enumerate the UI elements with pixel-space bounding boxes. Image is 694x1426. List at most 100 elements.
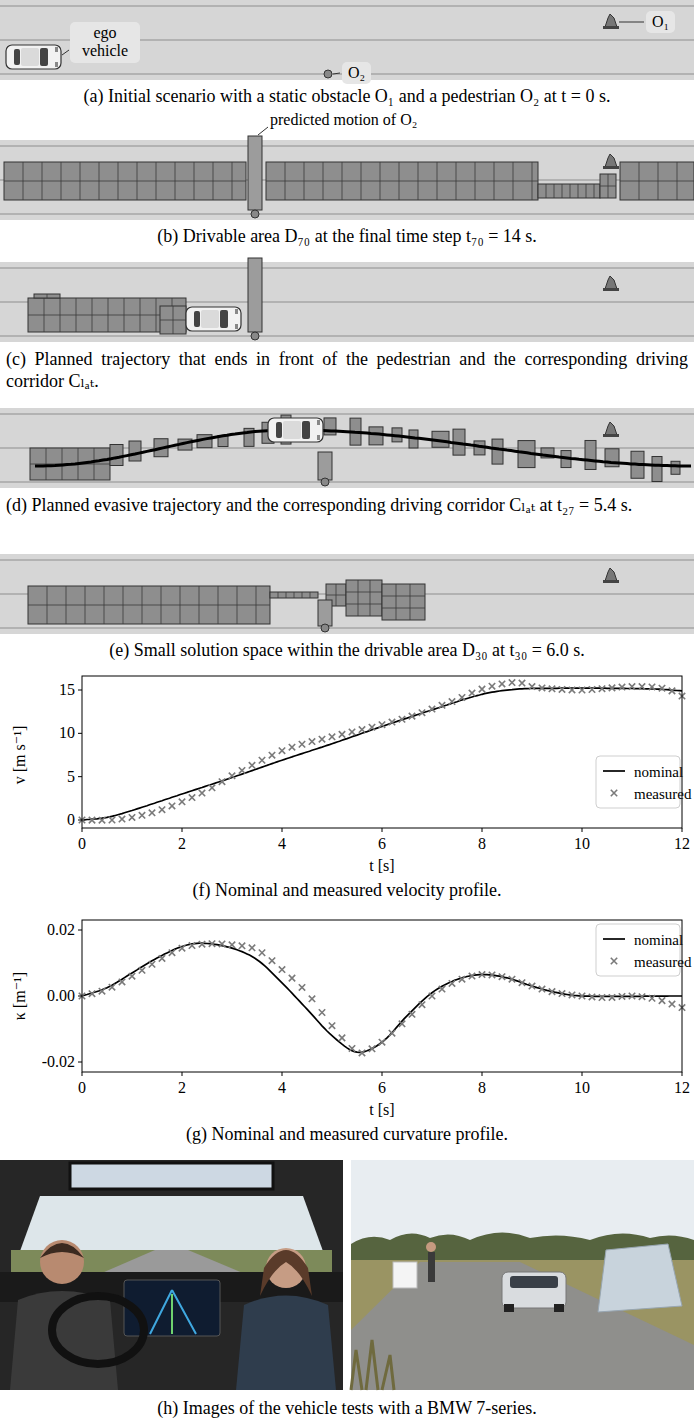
annotation: predicted motion of O₂ — [270, 110, 417, 129]
measured-marker — [419, 1001, 425, 1007]
static-obstacle — [603, 14, 619, 29]
measured-marker — [569, 992, 575, 998]
measured-marker — [589, 686, 595, 692]
measured-marker — [639, 994, 645, 1000]
measured-marker — [259, 950, 265, 956]
tick-label: 10 — [574, 1078, 590, 1097]
drivable-area — [266, 162, 538, 200]
measured-marker — [489, 972, 495, 978]
measured-marker — [499, 974, 505, 980]
drivable-area — [382, 584, 425, 620]
y-tick — [78, 1062, 82, 1063]
measured-marker — [139, 812, 145, 818]
pedestrian-icon — [321, 478, 329, 486]
car-light — [235, 324, 238, 329]
drivable-area — [34, 294, 60, 298]
measured-marker — [279, 966, 285, 972]
obstacle-icon — [605, 14, 617, 27]
measured-marker — [269, 958, 275, 964]
grid-line — [382, 608, 425, 609]
line-chart — [78, 920, 685, 1076]
measured-marker — [469, 690, 475, 696]
car-windshield — [40, 48, 48, 66]
measured-marker — [189, 794, 195, 800]
measured-marker — [149, 810, 155, 816]
measured-marker — [99, 988, 105, 994]
measured-marker — [639, 683, 645, 689]
tick-label: 0 — [78, 1078, 86, 1097]
lane-marking — [0, 267, 694, 268]
measured-marker — [129, 973, 135, 979]
grid-line — [278, 592, 279, 598]
measured-marker — [139, 967, 145, 973]
subfigure-caption: (e) Small solution space within the driv… — [0, 640, 694, 662]
measured-marker — [89, 817, 95, 823]
area-block — [492, 439, 503, 464]
measured-marker — [649, 995, 655, 1001]
measured-marker — [469, 973, 475, 979]
drivable-area — [110, 445, 123, 466]
screen-path — [171, 1294, 173, 1334]
tick-label: 6 — [378, 834, 386, 853]
x-tick — [682, 1072, 683, 1076]
drivable-area — [369, 427, 383, 445]
legend-text: nominal — [634, 931, 683, 949]
measured-marker — [109, 984, 115, 990]
axis-label: v [m s⁻¹] — [10, 726, 29, 785]
measured-marker — [429, 993, 435, 999]
y-tick — [78, 690, 82, 691]
grid-line — [310, 592, 311, 598]
car-rear-window — [14, 49, 20, 65]
measured-marker — [609, 685, 615, 691]
measured-marker — [289, 975, 295, 981]
legend-sample-marker — [611, 958, 617, 964]
x-tick — [82, 1072, 83, 1076]
measured-marker — [319, 1009, 325, 1015]
measured-marker — [99, 817, 105, 823]
measured-marker — [449, 980, 455, 986]
grid-line — [346, 604, 382, 605]
lane-marking — [0, 559, 694, 560]
car-rear-window — [276, 422, 282, 438]
lane-marking — [0, 627, 694, 628]
measured-marker — [659, 685, 665, 691]
area-block — [110, 445, 123, 466]
photo-interior — [0, 1160, 343, 1390]
x-tick — [382, 1072, 383, 1076]
measured-marker — [539, 685, 545, 691]
obstacle-icon — [605, 422, 617, 435]
road-surface — [0, 140, 694, 220]
measured-marker — [219, 941, 225, 947]
road-surface — [0, 262, 694, 342]
drivable-area — [620, 162, 694, 200]
measured-marker — [549, 988, 555, 994]
area-block — [28, 586, 270, 624]
measured-marker — [379, 721, 385, 727]
obstacle-base — [603, 26, 619, 29]
grid-line — [346, 592, 382, 593]
grid-line — [294, 592, 295, 598]
measured-marker — [439, 986, 445, 992]
grid-line — [28, 605, 270, 606]
grid-line — [586, 184, 587, 198]
leader-line — [258, 127, 268, 135]
driver-hair — [40, 1243, 84, 1258]
measured-marker — [399, 716, 405, 722]
nominal-curve — [82, 688, 682, 820]
tick-label: -0.02 — [42, 1052, 75, 1071]
tick-label: 2 — [178, 834, 186, 853]
grid-line — [396, 584, 397, 620]
measured-marker — [349, 1045, 355, 1051]
tick-label: t [s] — [369, 1100, 394, 1119]
measured-marker — [529, 683, 535, 689]
measured-marker — [579, 687, 585, 693]
measured-marker — [339, 1035, 345, 1041]
measured-marker — [159, 806, 165, 812]
tick-label: 12 — [674, 834, 690, 853]
leader-line — [619, 22, 644, 23]
measured-marker — [169, 950, 175, 956]
car-body — [268, 418, 323, 442]
measured-marker — [509, 976, 515, 982]
measured-marker — [649, 684, 655, 690]
